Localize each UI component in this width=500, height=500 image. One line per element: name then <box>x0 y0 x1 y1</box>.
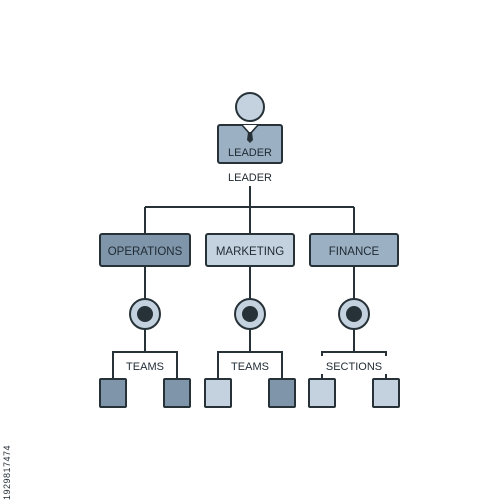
bracket-marketing <box>217 351 283 378</box>
stock-id-label: 1929817474 <box>2 444 12 500</box>
leaf-square <box>99 378 127 408</box>
node-finance-icon <box>338 298 370 330</box>
department-label: FINANCE <box>329 246 380 258</box>
department-marketing: MARKETING <box>205 233 295 267</box>
leaf-square <box>163 378 191 408</box>
department-finance: FINANCE <box>309 233 399 267</box>
department-label: OPERATIONS <box>108 246 183 258</box>
bracket-operations <box>112 351 178 378</box>
node-bracket-connectors <box>144 329 355 352</box>
leader-caption: LEADER <box>228 172 272 184</box>
node-marketing-icon <box>234 298 266 330</box>
node-operations-icon <box>129 298 161 330</box>
subgroup-label-marketing: TEAMS <box>231 361 269 373</box>
leaf-square <box>372 378 400 408</box>
leaf-square <box>268 378 296 408</box>
leaf-square <box>308 378 336 408</box>
subgroup-label-operations: TEAMS <box>126 361 164 373</box>
leader-tie-icon <box>247 132 253 143</box>
leader-connectors <box>144 186 355 234</box>
leaf-square <box>204 378 232 408</box>
department-operations: OPERATIONS <box>99 233 191 267</box>
department-label: MARKETING <box>216 246 284 258</box>
leaf-squares <box>99 378 400 408</box>
leader-head-icon <box>235 92 265 122</box>
leader-badge-label: LEADER <box>228 147 272 159</box>
subgroup-label-finance: SECTIONS <box>326 361 382 373</box>
department-node-connectors <box>144 266 355 299</box>
leader-figure: LEADER <box>217 92 283 164</box>
